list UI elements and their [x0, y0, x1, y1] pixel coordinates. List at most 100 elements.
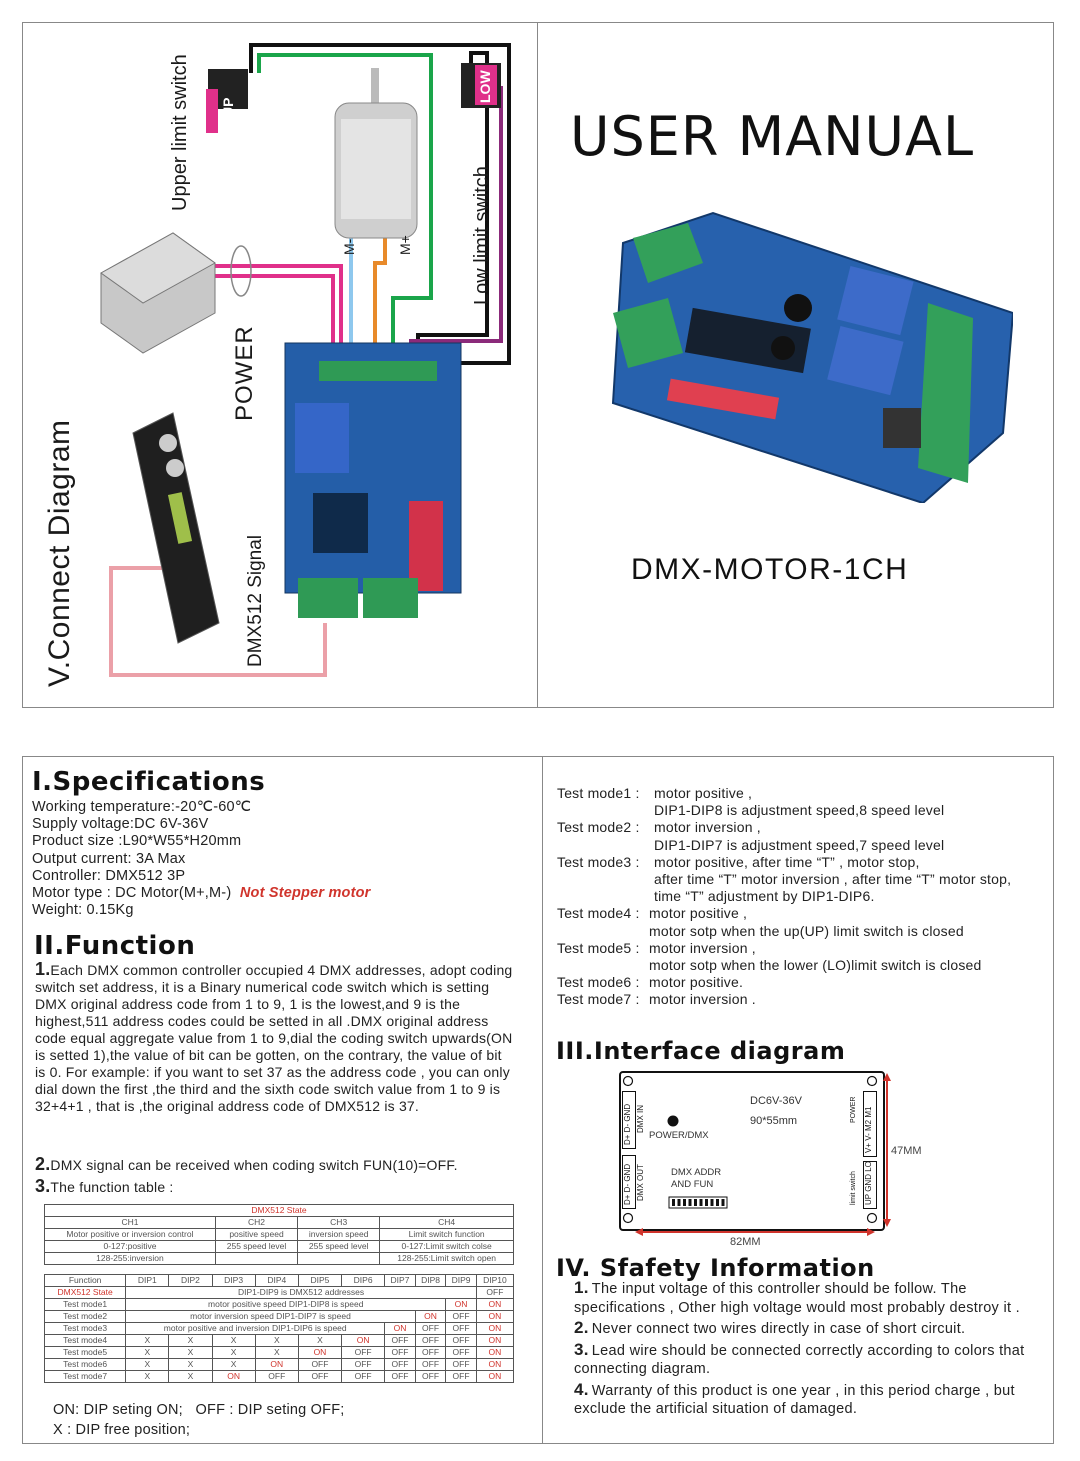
table-cell: Test mode6 [43, 1358, 127, 1371]
wire-black-upper [249, 43, 511, 365]
table2-header: DIP1 [125, 1274, 170, 1287]
left-terminal-2 [622, 1155, 636, 1209]
height-dimension: 47MM [891, 1145, 922, 1157]
interface-diagram: D+ D- GND DMX IN D+ D- GND DMX OUT DC6V-… [619, 1071, 939, 1248]
table-cell: ON [414, 1310, 447, 1323]
table-cell: inversion speed [297, 1228, 381, 1241]
table-cell: X [254, 1346, 299, 1359]
table-cell: Test mode7 [43, 1370, 127, 1383]
table-row: Test mode3 motor positive and inversion … [43, 1322, 515, 1335]
table-cell: DMX512 State [43, 1286, 127, 1299]
function-item-3-num: 3. [35, 1176, 51, 1196]
table-cell: positive speed [214, 1228, 299, 1241]
table-cell: OFF [254, 1370, 299, 1383]
safety-item-num: 2. [574, 1318, 589, 1337]
table-cell: OFF [384, 1334, 416, 1347]
table-cell: ON [445, 1298, 477, 1311]
test-mode-6-label: Test mode6 : [557, 974, 640, 990]
dip-switch [668, 1196, 728, 1209]
interface-heading: III.Interface diagram [556, 1037, 846, 1065]
table-row: Test mode2 motor inversion speed DIP1-DI… [43, 1310, 515, 1323]
spec-size: Product size :L90*W55*H20mm [32, 833, 242, 850]
dmx-addr-label: DMX ADDR [671, 1167, 722, 1178]
board-photo [611, 211, 1013, 503]
table-cell: OFF [297, 1358, 343, 1371]
table2-header: DIP6 [341, 1274, 386, 1287]
table-cell: OFF [445, 1322, 477, 1335]
wire-pink-1 [198, 264, 343, 363]
table1-header: CH1 [44, 1216, 216, 1229]
test-mode-1-line: motor positive , [654, 785, 753, 801]
spec-controller: Controller: DMX512 3P [32, 867, 186, 884]
safety-item-1: 1.The input voltage of this controller s… [574, 1278, 1049, 1317]
test-mode-5-line: motor sotp when the lower (LO)limit swit… [649, 957, 982, 973]
table2-header: DIP2 [168, 1274, 213, 1287]
function-item-1: 1.Each DMX common controller occupied 4 … [35, 960, 515, 1115]
left-terminal-1 [622, 1091, 636, 1149]
table-cell: Test mode3 [43, 1322, 127, 1335]
test-mode-6-line: motor positive. [649, 974, 744, 990]
safety-heading: IV. Sfafety Information [556, 1254, 875, 1282]
test-mode-7-line: motor inversion . [649, 991, 756, 1007]
table-cell: 128-255:Limit switch open [379, 1252, 514, 1265]
wire-orange [373, 238, 387, 363]
motor-type-label: Motor type : DC Motor(M+,M-) [32, 885, 232, 902]
m-plus-label: M+ [397, 235, 413, 255]
function-heading: II.Function [34, 931, 196, 961]
function-item-2-text: DMX signal can be received when coding s… [50, 1157, 458, 1173]
test-mode-4-label: Test mode4 : [557, 905, 640, 921]
safety-list: 1.The input voltage of this controller s… [574, 1278, 1049, 1419]
table-cell: X [125, 1334, 170, 1347]
table-cell: ON [341, 1334, 386, 1347]
table2-header: DIP8 [414, 1274, 447, 1287]
table-cell: OFF [297, 1370, 343, 1383]
safety-item-text: The input voltage of this controller sho… [574, 1281, 1020, 1316]
table-row: Test mode6 X X X ON OFF OFF OFF OFF OFF … [43, 1358, 515, 1371]
test-mode-7-label: Test mode7 : [557, 991, 640, 1007]
width-dimension: 82MM [730, 1236, 761, 1248]
table-cell: OFF [445, 1334, 477, 1347]
test-mode-4-line: motor sotp when the up(UP) limit switch … [649, 923, 964, 939]
table-cell [214, 1252, 299, 1265]
test-mode-3-line: time “T” adjustment by DIP1-DIP6. [654, 888, 875, 904]
safety-item-text: Lead wire should be connected correctly … [574, 1342, 1025, 1378]
safety-item-2: 2.Never connect two wires directly in ca… [574, 1318, 1049, 1339]
dc-voltage-label: DC6V-36V [750, 1095, 802, 1107]
table-cell: OFF [384, 1358, 416, 1371]
connect-diagram-figure [100, 43, 511, 677]
safety-item-num: 4. [574, 1379, 589, 1399]
wire-pink-2 [198, 274, 335, 363]
table2-header: DIP4 [254, 1274, 299, 1287]
not-stepper-note: Not Stepper motor [239, 885, 371, 902]
table-cell: ON [475, 1322, 515, 1335]
table2-header: DIP3 [211, 1274, 256, 1287]
wire-green-upper [257, 53, 433, 363]
mount-hole [622, 1212, 634, 1224]
table-cell: motor positive speed DIP1-DIP8 is speed [125, 1298, 447, 1311]
table-cell: OFF [445, 1310, 477, 1323]
table-cell [297, 1252, 381, 1265]
table-cell: OFF [414, 1334, 447, 1347]
table-cell: OFF [414, 1322, 447, 1335]
test-mode-5-label: Test mode5 : [557, 940, 640, 956]
table-cell: motor inversion speed DIP1-DIP7 is speed [125, 1310, 416, 1323]
table-cell: OFF [384, 1346, 416, 1359]
table-cell: ON [475, 1310, 515, 1323]
board-size-label: 90*55mm [750, 1115, 798, 1127]
table-cell: OFF [414, 1346, 447, 1359]
table-cell: Test mode1 [43, 1298, 127, 1311]
function-item-2-num: 2. [35, 1154, 51, 1174]
controller-board-diagram [284, 342, 462, 618]
function-item-3: 3.The function table : [35, 1176, 515, 1196]
dmx-state-table: DMX512 State CH1 CH2 CH3 CH4 Motor posit… [44, 1204, 514, 1265]
dmx-console [132, 412, 220, 644]
dip-legend: ON: DIP seting ON; OFF : DIP seting OFF;… [53, 1400, 345, 1440]
dmx-state-caption: DMX512 State [44, 1204, 514, 1217]
table-cell: X [168, 1346, 213, 1359]
table-cell: OFF [414, 1358, 447, 1371]
safety-item-text: Never connect two wires directly in case… [591, 1321, 966, 1337]
test-mode-2-line: motor inversion , [654, 819, 761, 835]
table-cell: OFF [341, 1370, 386, 1383]
table-cell: OFF [341, 1346, 386, 1359]
right-terminal-2 [863, 1161, 877, 1209]
